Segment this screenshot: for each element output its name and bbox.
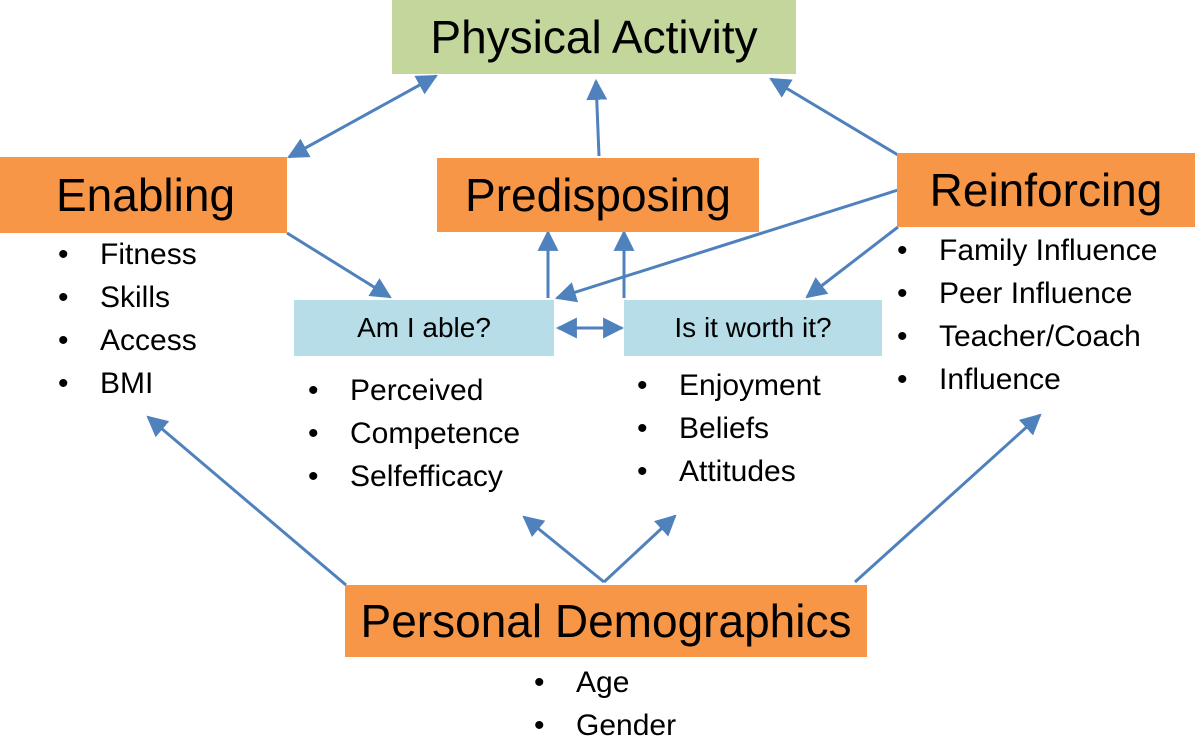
physical-activity-node: Physical Activity <box>392 0 796 74</box>
list-item: Selfefficacy <box>308 455 520 498</box>
arrow-enabling-am-i-able <box>286 231 392 299</box>
arrow-enabling-physical-activity <box>287 74 438 159</box>
enabling-list: Fitness Skills Access BMI <box>58 233 197 405</box>
list-item-continued: Influence <box>897 358 1157 401</box>
arrow-demographics-worth <box>602 514 677 584</box>
list-item: Age <box>534 661 676 704</box>
personal-demographics-label: Personal Demographics <box>360 595 852 647</box>
personal-demographics-node: Personal Demographics <box>345 585 867 657</box>
reinforcing-node: Reinforcing <box>897 153 1195 227</box>
physical-activity-label: Physical Activity <box>430 11 758 63</box>
arrow-reinforcing-am-i-able <box>554 188 899 303</box>
list-item: Attitudes <box>637 450 821 493</box>
reinforcing-label: Reinforcing <box>929 164 1163 216</box>
list-item: Perceived <box>308 369 520 412</box>
list-item: Family Influence <box>897 229 1157 272</box>
am-i-able-node: Am I able? <box>294 300 554 356</box>
am-i-able-list: Perceived Competence Selfefficacy <box>308 369 520 498</box>
list-item: Enjoyment <box>637 364 821 407</box>
arrow-reinforcing-physical-activity <box>769 77 899 157</box>
predisposing-label: Predisposing <box>465 169 731 221</box>
list-item: Access <box>58 319 197 362</box>
list-item: Skills <box>58 276 197 319</box>
list-item: Teacher/Coach <box>897 315 1157 358</box>
is-it-worth-it-label: Is it worth it? <box>674 312 832 343</box>
list-item: Beliefs <box>637 407 821 450</box>
arrow-reinforcing-worth <box>805 225 899 299</box>
list-item-continued: Competence <box>308 412 520 455</box>
arrow-demographics-enabling <box>146 415 347 587</box>
list-item: Peer Influence <box>897 272 1157 315</box>
enabling-label: Enabling <box>56 169 236 221</box>
arrow-predisposing-physical-activity <box>586 78 608 157</box>
reinforcing-list: Family Influence Peer Influence Teacher/… <box>897 229 1157 401</box>
list-item: Fitness <box>58 233 197 276</box>
enabling-node: Enabling <box>0 157 287 233</box>
list-item: Gender <box>534 704 676 747</box>
predisposing-node: Predisposing <box>437 158 759 232</box>
list-item: BMI <box>58 362 197 405</box>
demographics-list: Age Gender <box>534 661 676 747</box>
is-it-worth-it-list: Enjoyment Beliefs Attitudes <box>637 364 821 493</box>
arrow-demographics-able <box>522 515 605 584</box>
is-it-worth-it-node: Is it worth it? <box>624 300 882 356</box>
am-i-able-label: Am I able? <box>357 312 491 343</box>
arrow-demographics-reinforcing <box>853 413 1042 584</box>
